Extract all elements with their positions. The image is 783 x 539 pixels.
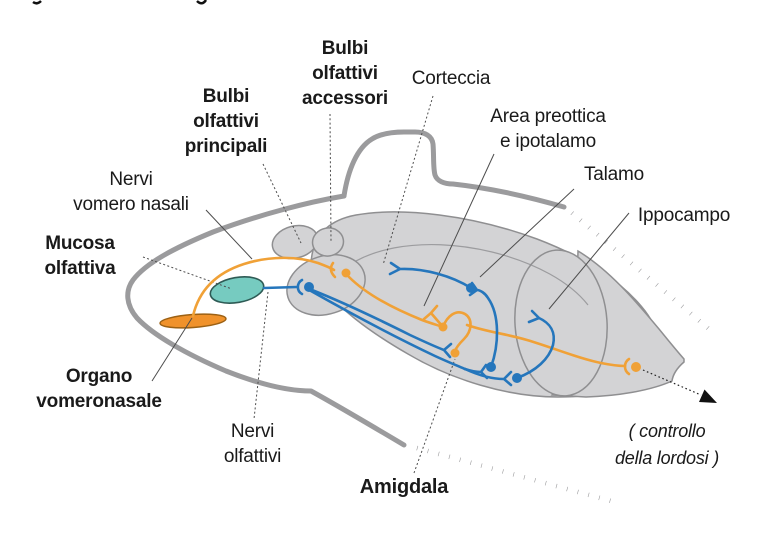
main-olfactory-pathway [262, 261, 556, 387]
cortex-inner-boundary [331, 243, 589, 306]
label-area-preottica-ipotalamo: Area preottica e ipotalamo [490, 106, 606, 152]
synapse-terminal [623, 357, 631, 376]
leader-lines [142, 95, 630, 474]
bulb-to-amygdala-branch [310, 288, 453, 359]
leader-bulbi-principali [262, 163, 302, 244]
top-crop-artifact-left [32, 0, 42, 5]
label-mucosa-olfattiva: Mucosa olfattiva [44, 233, 116, 279]
leader-corteccia [382, 95, 434, 266]
head-outline-ear-back [341, 129, 567, 210]
tract-branch-b [463, 367, 513, 387]
leader-bulbi-accessori [329, 113, 332, 242]
synapse-dot-accessory-bulb [341, 268, 351, 278]
accessory-olfactory-bulb-shape [311, 227, 345, 257]
label-nervi-olfattivi: Nervi olfattivi [223, 421, 282, 467]
leader-talamo [479, 188, 575, 278]
leader-nervi-vomero-nasali [205, 209, 253, 260]
synapse-dot-amygdala-lower [450, 348, 460, 358]
label-amigdala: Amigdala [359, 476, 449, 498]
output-arrow-group [642, 369, 717, 403]
synapse-dot-brainstem [631, 362, 641, 372]
head-outline-group [125, 129, 711, 504]
leader-area-preottica [423, 153, 495, 307]
leader-organo-vomeronasale [151, 317, 193, 382]
label-talamo: Talamo [583, 164, 645, 185]
label-ippocampo: Ippocampo [637, 205, 731, 226]
olfactory-mucosa-shape [209, 276, 265, 304]
top-crop-artifact-right [196, 0, 208, 5]
arrowhead-icon [699, 389, 717, 403]
label-organo-vomeronasale: Organo vomeronasale [36, 366, 162, 412]
lateral-olfactory-tract [309, 289, 467, 371]
synapse-terminal [329, 261, 337, 279]
label-nervi-vomero-nasali: Nervi vomero nasali [73, 169, 189, 215]
label-controllo-lordosi: ( controllo della lordosi ) [614, 421, 720, 468]
label-bulbi-olfattivi-principali: Bulbi olfattivi principali [184, 86, 268, 157]
head-outline-jaw-dotted [416, 445, 612, 504]
synapse-terminal [296, 278, 304, 296]
leader-amigdala [413, 358, 456, 474]
label-bulbi-olfattivi-accessori: Bulbi olfattivi accessori [302, 38, 388, 109]
leader-mucosa-olfattiva [142, 256, 233, 290]
olfactory-nerve-path [262, 285, 299, 290]
accessory-bulb-to-amygdala-path [347, 275, 445, 329]
leader-nervi-olfattivi [253, 291, 269, 420]
thalamus-to-cortex-path [388, 261, 473, 290]
label-corteccia: Corteccia [411, 68, 491, 89]
head-outline-snout-jaw [125, 193, 407, 448]
ventral-to-hippocampus-path [515, 309, 556, 380]
vomeronasal-nerve-path [191, 256, 336, 318]
leader-ippocampo [548, 212, 630, 310]
